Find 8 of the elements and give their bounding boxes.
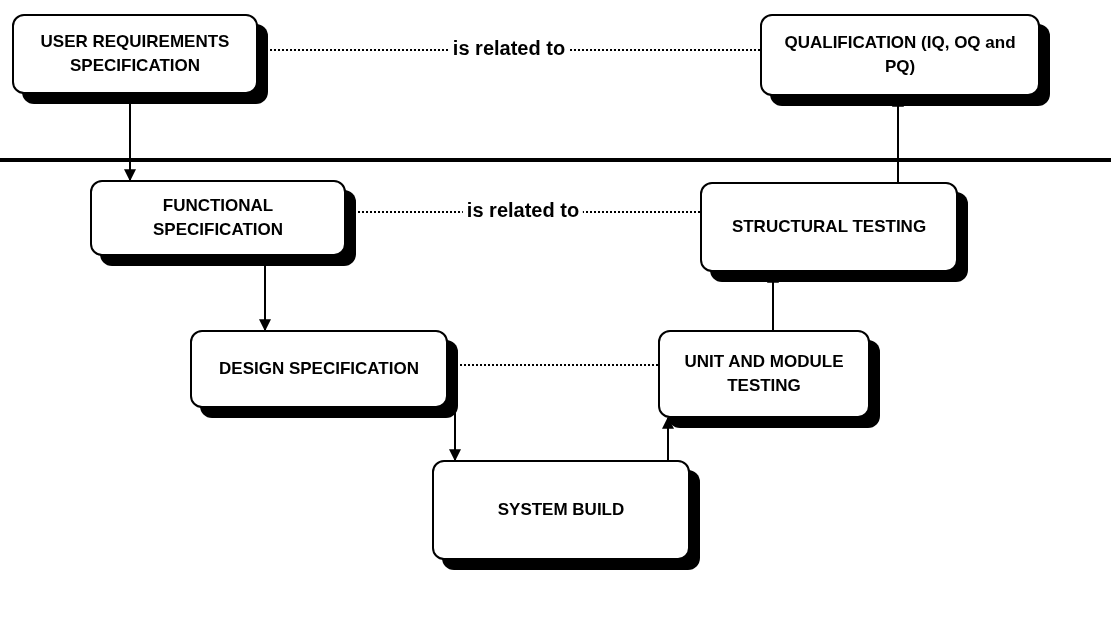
box-label: UNIT AND MODULE TESTING [683, 351, 845, 397]
box-label: DESIGN SPECIFICATION [218, 358, 420, 380]
box-label: FUNCTIONAL SPECIFICATION [152, 195, 284, 241]
arrow [662, 416, 674, 461]
box-label: QUALIFICATION (IQ, OQ and PQ) [783, 32, 1017, 78]
box-label: SYSTEM BUILD [496, 499, 626, 521]
box-label: STRUCTURAL TESTING [730, 216, 928, 238]
box-label: USER REQUIREMENTS SPECIFICATION [39, 31, 231, 77]
